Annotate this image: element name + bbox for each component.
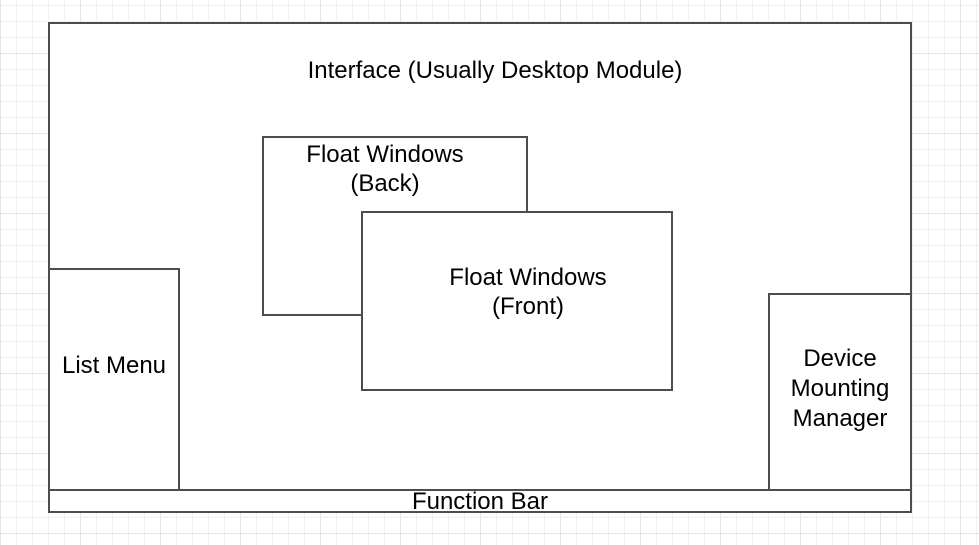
float-window-front-label: Float Windows (Front) (372, 263, 684, 321)
device-mounting-manager-box (768, 293, 912, 491)
float-window-back-label-line1: Float Windows (306, 141, 464, 168)
float-window-back-label-line2: (Back) (350, 170, 420, 197)
device-mounting-manager-label-line1: Device (803, 345, 877, 372)
device-mounting-manager-label-line2: Mounting (790, 375, 890, 402)
list-menu-box (48, 268, 180, 491)
float-window-front-label-line2: (Front) (492, 293, 564, 320)
interface-label: Interface (Usually Desktop Module) (307, 57, 683, 84)
float-window-front-label-line1: Float Windows (449, 264, 607, 291)
function-bar-label: Function Bar (411, 488, 549, 515)
float-window-front-box (361, 211, 673, 391)
list-menu-label: List Menu (61, 352, 167, 379)
device-mounting-manager-label-line3: Manager (792, 405, 888, 432)
float-window-back-label: Float Windows (Back) (252, 140, 518, 198)
device-mounting-manager-label: Device Mounting Manager (768, 344, 912, 434)
function-bar-box (48, 489, 912, 513)
